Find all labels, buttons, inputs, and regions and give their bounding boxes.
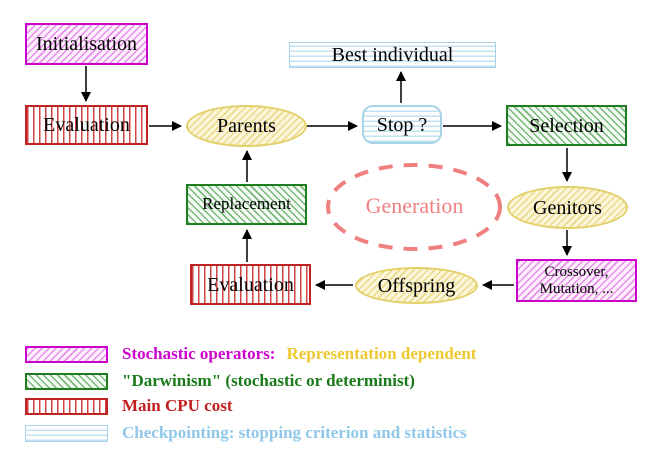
legend-row-stochastic-operators: Stochastic operators: Representation dep…	[25, 344, 476, 364]
legend-label-darwinism: "Darwinism" (stochastic or determinist)	[122, 371, 415, 390]
node-genitors: Genitors	[507, 186, 628, 229]
node-crossover-label: Crossover,	[544, 264, 609, 280]
node-initialisation: Initialisation	[25, 23, 148, 65]
legend-label-checkpointing: Checkpointing: stopping criterion and st…	[122, 423, 467, 442]
node-stop: Stop ?	[362, 105, 442, 144]
node-offspring-label: Offspring	[377, 274, 456, 297]
node-evaluation-top-label: Evaluation	[43, 114, 130, 136]
node-mutation-label: Mutation, ...	[539, 280, 614, 297]
node-genitors-label: Genitors	[533, 196, 602, 219]
legend-label-stochastic-operators: Stochastic operators:	[122, 344, 276, 363]
node-evaluation-bottom: Evaluation	[190, 264, 311, 305]
node-initialisation-label: Initialisation	[35, 33, 138, 55]
node-parents: Parents	[186, 105, 307, 147]
node-replacement-label: Replacement	[202, 194, 291, 214]
node-replacement: Replacement	[186, 184, 307, 225]
node-stop-label: Stop ?	[376, 113, 428, 136]
legend-swatch-darwinism	[25, 372, 108, 390]
legend-swatch-checkpointing	[25, 424, 108, 442]
node-crossover-mutation: Crossover, Mutation, ...	[516, 259, 637, 302]
node-selection: Selection	[506, 105, 627, 146]
generation-label: Generation	[327, 193, 502, 219]
legend-swatch-main-cpu-cost	[25, 397, 108, 415]
legend-row-darwinism: "Darwinism" (stochastic or determinist)	[25, 371, 415, 391]
legend-label-main-cpu-cost: Main CPU cost	[122, 396, 233, 415]
legend-label-representation-dependent: Representation dependent	[286, 344, 477, 363]
node-best-individual-label: Best individual	[331, 44, 454, 66]
node-parents-label: Parents	[217, 115, 276, 137]
generation-label-text: Generation	[365, 193, 464, 218]
node-offspring: Offspring	[355, 267, 478, 304]
node-evaluation-bottom-label: Evaluation	[207, 273, 294, 296]
node-evaluation-top: Evaluation	[25, 105, 148, 145]
legend-row-main-cpu-cost: Main CPU cost	[25, 396, 232, 416]
legend-row-checkpointing: Checkpointing: stopping criterion and st…	[25, 423, 467, 443]
node-selection-label: Selection	[529, 114, 604, 137]
legend-swatch-stochastic-operators	[25, 345, 108, 363]
node-best-individual: Best individual	[289, 42, 496, 68]
